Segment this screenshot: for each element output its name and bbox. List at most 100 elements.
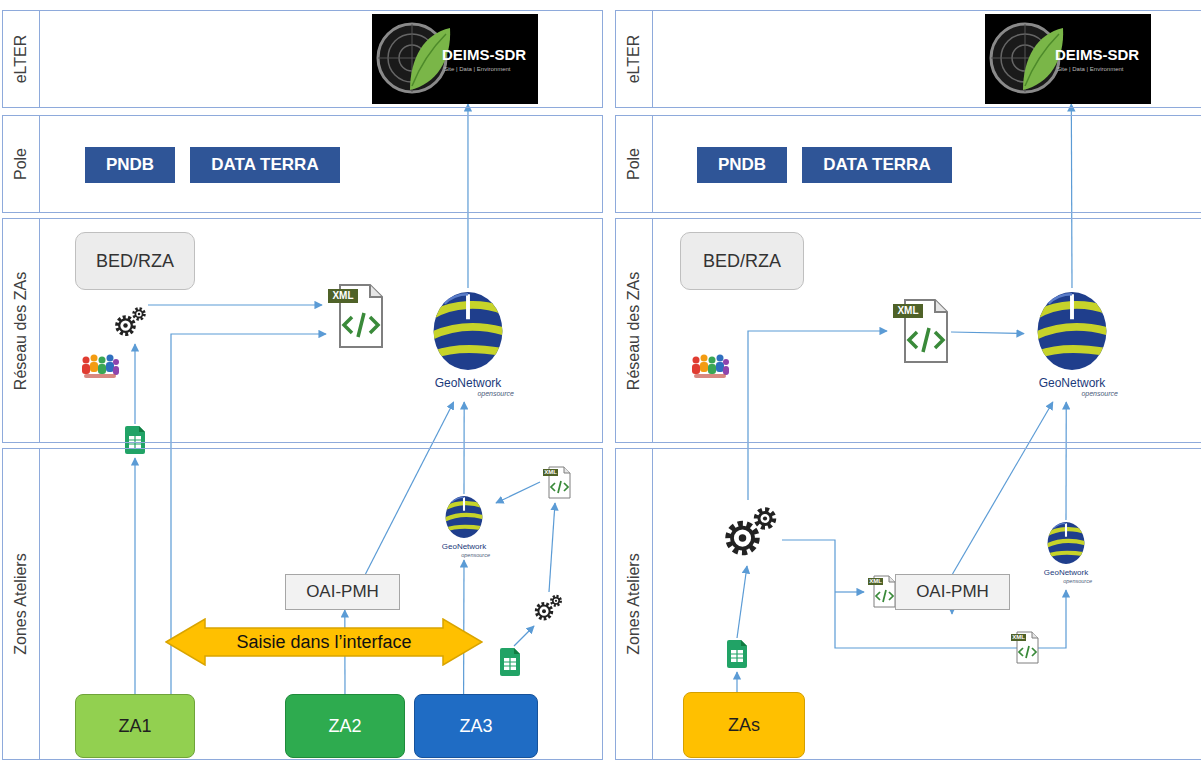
row-band: Réseau des ZAs BED/RZA XML GeoNetworkopenso… bbox=[2, 218, 603, 443]
file-type-tag: XML bbox=[328, 289, 358, 303]
logo-name: GeoNetwork bbox=[436, 542, 492, 551]
flow-connector bbox=[951, 332, 1024, 334]
pole-box: PNDB bbox=[85, 147, 175, 183]
flow-connector bbox=[366, 402, 454, 574]
box-label: PNDB bbox=[718, 155, 766, 175]
deims-logo bbox=[987, 20, 1065, 98]
gears-icon bbox=[729, 510, 773, 551]
box-label: PNDB bbox=[106, 155, 154, 175]
file-type-tag: XML bbox=[543, 469, 558, 476]
globe-logo bbox=[1032, 288, 1112, 374]
geonetwork-logo: GeoNetworkopensource bbox=[436, 494, 492, 560]
box-label: ZAs bbox=[728, 715, 760, 736]
geonetwork-logo: GeoNetworkopensource bbox=[1024, 288, 1120, 402]
flow-connector bbox=[953, 402, 1053, 574]
logo-tagline: Site | Data | Environment bbox=[1057, 66, 1123, 72]
globe-logo bbox=[1045, 520, 1087, 566]
geonetwork-logo: GeoNetworkopensource bbox=[1038, 520, 1094, 586]
row-band: Zones Ateliers OAI-PMH GeoNetworkopensourc… bbox=[2, 448, 603, 760]
logo-tagline: opensource bbox=[477, 390, 514, 397]
flow-connector bbox=[1065, 402, 1066, 520]
flow-arrow bbox=[134, 344, 135, 424]
flow-connector bbox=[463, 560, 465, 694]
logo-name: DEIMS-SDR bbox=[442, 46, 526, 63]
logo-tagline: opensource bbox=[1081, 390, 1118, 397]
box-label: ZA3 bbox=[459, 716, 492, 737]
flow-arrow bbox=[736, 672, 737, 692]
box-label: BED/RZA bbox=[703, 251, 781, 272]
file-type-tag: XML bbox=[868, 578, 883, 585]
box-label: OAI-PMH bbox=[306, 582, 379, 602]
gears-icon bbox=[537, 596, 561, 618]
xml-file-icon bbox=[868, 576, 895, 607]
row-label: Zones Ateliers bbox=[12, 553, 30, 654]
row-label: eLTER bbox=[625, 35, 643, 84]
pole-box: PNDB bbox=[697, 147, 787, 183]
spreadsheet-icon bbox=[727, 640, 747, 668]
protocol-box: OAI-PMH bbox=[285, 574, 400, 610]
gears-icon bbox=[117, 309, 144, 334]
zone-box: ZA2 bbox=[285, 694, 405, 758]
row-band: eLTER DEIMS-SDRSite | Data | Environment bbox=[615, 10, 1201, 108]
deims-logo-box: DEIMS-SDRSite | Data | Environment bbox=[985, 14, 1151, 104]
flow-connector bbox=[1071, 104, 1073, 288]
logo-tagline: opensource bbox=[461, 552, 490, 558]
people-icon bbox=[692, 355, 729, 379]
double-arrow: Saisie dans l’interface bbox=[165, 618, 483, 666]
row-band: Pole PNDB DATA TERRA bbox=[2, 115, 603, 213]
deims-logo bbox=[374, 20, 452, 98]
logo-name: GeoNetwork bbox=[1038, 568, 1094, 577]
row-band: Réseau des ZAs BED/RZA XML GeoNetworkopenso… bbox=[615, 218, 1201, 443]
row-band: Pole PNDB DATA TERRA bbox=[615, 115, 1201, 213]
flow-arrow bbox=[835, 591, 864, 592]
protocol-box: OAI-PMH bbox=[895, 574, 1010, 610]
box-label: BED/RZA bbox=[96, 251, 174, 272]
geonetwork-logo: GeoNetworkopensource bbox=[420, 288, 516, 402]
logo-name: GeoNetwork bbox=[420, 376, 516, 390]
spreadsheet-icon bbox=[125, 426, 145, 454]
spreadsheet-icon bbox=[500, 648, 520, 676]
zone-box: ZA3 bbox=[414, 694, 538, 758]
flow-arrow bbox=[496, 482, 540, 503]
box-label: ZA2 bbox=[328, 716, 361, 737]
flow-arrow bbox=[737, 566, 747, 638]
file-type-tag: XML bbox=[1011, 634, 1026, 641]
logo-tagline: opensource bbox=[1063, 578, 1092, 584]
flow-arrow bbox=[549, 503, 555, 592]
row-band: Zones Ateliers OAI-PMH GeoNetworkopensourc… bbox=[615, 448, 1201, 760]
row-label: Pole bbox=[625, 148, 643, 180]
xml-file-icon bbox=[1011, 632, 1038, 663]
row-label: Pole bbox=[12, 148, 30, 180]
pole-box: DATA TERRA bbox=[190, 147, 340, 183]
globe-logo bbox=[443, 494, 485, 540]
flow-arrow bbox=[134, 458, 135, 694]
file-type-tag: XML bbox=[893, 304, 923, 318]
box-label: OAI-PMH bbox=[916, 582, 989, 602]
box-label: DATA TERRA bbox=[823, 155, 930, 175]
flow-connector bbox=[467, 104, 468, 288]
row-label: Réseau des ZAs bbox=[625, 271, 643, 389]
deims-logo-box: DEIMS-SDR Site | Data | Environment bbox=[372, 14, 538, 104]
xml-file-icon bbox=[543, 467, 570, 498]
database-box: BED/RZA bbox=[75, 232, 195, 290]
pole-box: DATA TERRA bbox=[802, 147, 952, 183]
arrow-label: Saisie dans l’interface bbox=[236, 632, 411, 653]
logo-name: GeoNetwork bbox=[1024, 376, 1120, 390]
logo-tagline: Site | Data | Environment bbox=[444, 66, 510, 72]
zone-box: ZAs bbox=[683, 692, 805, 758]
zone-box: ZA1 bbox=[75, 694, 195, 758]
flow-arrow bbox=[514, 626, 534, 646]
flow-arrow bbox=[748, 331, 887, 500]
box-label: DATA TERRA bbox=[211, 155, 318, 175]
row-label: Zones Ateliers bbox=[625, 553, 643, 654]
box-label: ZA1 bbox=[118, 716, 151, 737]
row-label: Réseau des ZAs bbox=[12, 271, 30, 389]
database-box: BED/RZA bbox=[680, 232, 804, 290]
people-icon bbox=[82, 355, 119, 379]
xml-file: XML bbox=[326, 283, 386, 351]
globe-logo bbox=[428, 288, 508, 374]
xml-file: XML bbox=[891, 298, 951, 366]
row-label: eLTER bbox=[12, 35, 30, 84]
flow-arrow bbox=[148, 304, 322, 305]
